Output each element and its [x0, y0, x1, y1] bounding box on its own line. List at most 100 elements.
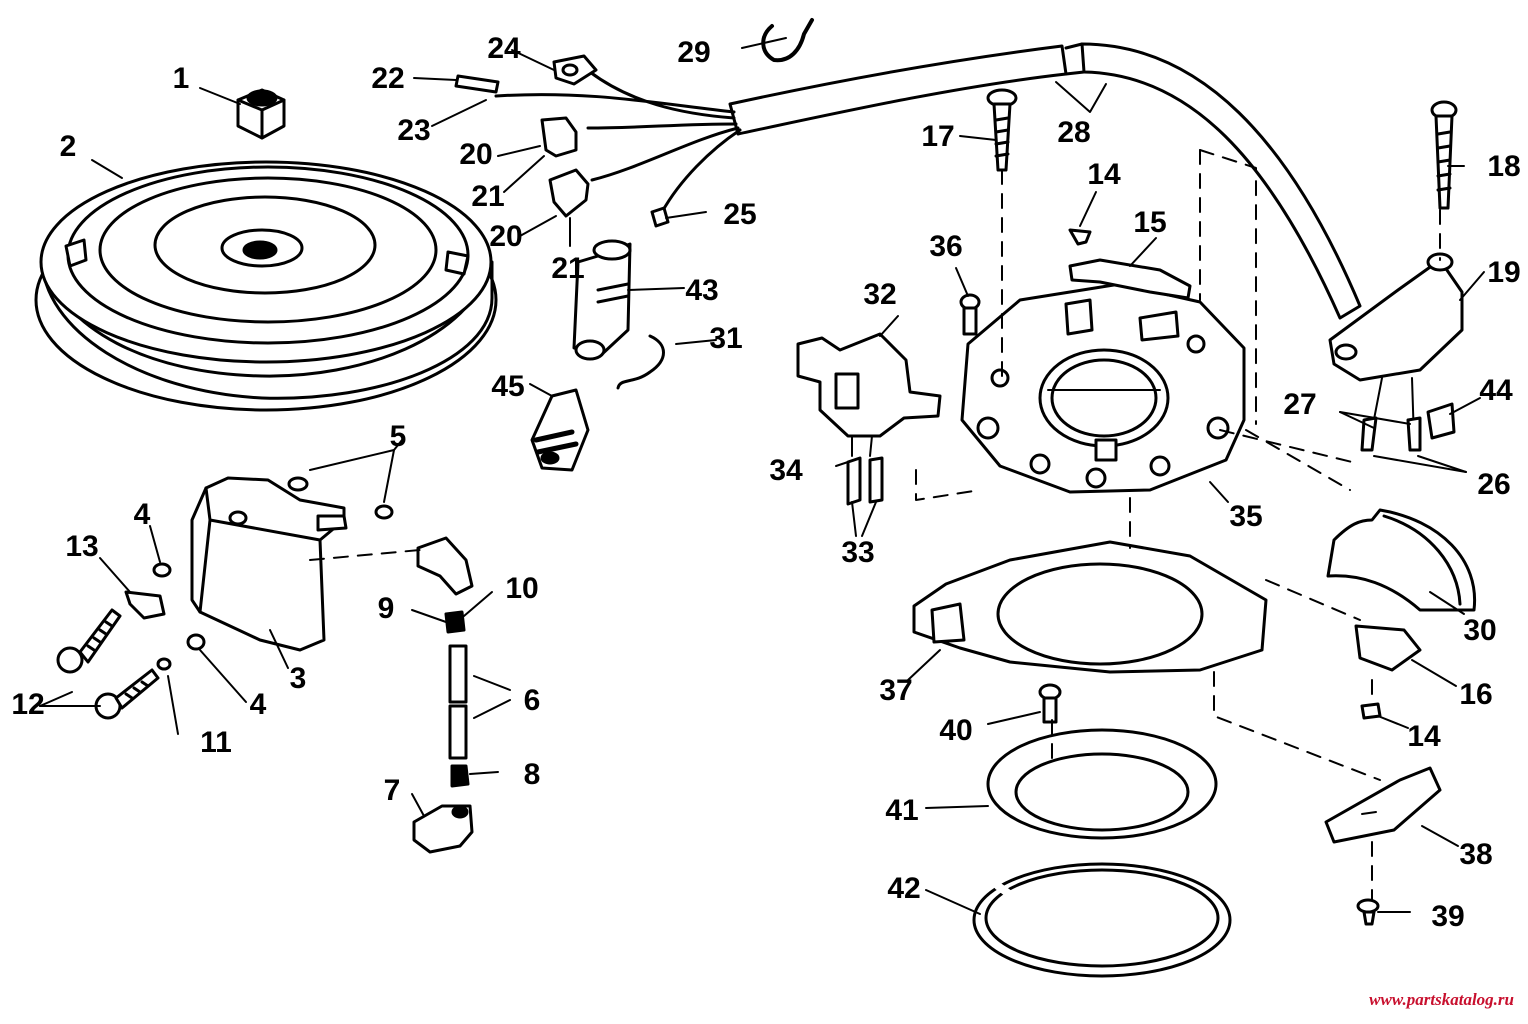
- charge-coil: [796, 332, 942, 506]
- label-42: 42: [887, 872, 920, 905]
- capacitor: [572, 239, 632, 361]
- flywheel-ring-3: [153, 195, 377, 295]
- capacitor-ground-wire: [616, 334, 665, 390]
- label-3: 3: [290, 662, 307, 695]
- lead-tube-lower: [448, 704, 468, 760]
- label-43: 43: [685, 274, 718, 307]
- watermark: www.partskatalog.ru: [1369, 990, 1514, 1009]
- label-26: 26: [1477, 468, 1510, 501]
- coil-lockwasher: [156, 657, 172, 671]
- label-36: 36: [929, 230, 962, 263]
- label-34: 34: [769, 454, 803, 487]
- label-13: 13: [65, 530, 98, 563]
- label-38: 38: [1459, 838, 1492, 871]
- flywheel-group: [34, 88, 498, 412]
- screw-40: [1038, 683, 1062, 724]
- label-7: 7: [384, 774, 401, 807]
- label-21b: 21: [551, 252, 584, 285]
- sensor-terminal-right: [1406, 416, 1422, 452]
- clip-16: [1354, 624, 1422, 672]
- coil-terminal-left: [846, 456, 862, 506]
- label-44: 44: [1479, 374, 1513, 407]
- bullet-connector-25: [650, 206, 670, 228]
- label-45: 45: [491, 370, 524, 403]
- label-41: 41: [885, 794, 918, 827]
- label-15: 15: [1133, 206, 1166, 239]
- coil-washer-left: [152, 562, 172, 578]
- label-8: 8: [524, 758, 541, 791]
- ring-terminal-24: [552, 54, 598, 86]
- label-16: 16: [1459, 678, 1492, 711]
- screw-36: [959, 293, 981, 336]
- retainer-plate: [1068, 258, 1192, 300]
- label-30: 30: [1463, 614, 1496, 647]
- shield-30: [1326, 508, 1477, 612]
- grommet-44: [1426, 402, 1456, 440]
- flywheel-notch-right: [444, 250, 470, 276]
- ring-42: [972, 862, 1232, 978]
- harness-sleeve-right: [1080, 42, 1362, 320]
- harness-wires: [494, 70, 742, 214]
- label-5: 5: [390, 420, 407, 453]
- coil-washer-right: [374, 504, 394, 520]
- terminal: [450, 764, 470, 788]
- leader-lines: [39, 37, 1485, 915]
- label-23: 23: [397, 114, 430, 147]
- flywheel-ring-2: [98, 176, 438, 324]
- screw-lower: [94, 668, 160, 720]
- label-11: 11: [200, 726, 232, 759]
- spark-plug-boot-upper: [416, 536, 474, 596]
- label-20b: 20: [489, 220, 522, 253]
- label-25: 25: [723, 198, 756, 231]
- stator-plate: [960, 282, 1246, 494]
- label-1: 1: [173, 62, 190, 95]
- harness-clamp: [761, 18, 814, 63]
- sensor-terminal-left: [1360, 416, 1378, 452]
- ignition-coil-group: [56, 476, 394, 720]
- lead-tube-upper: [448, 644, 468, 704]
- ignition-coil: [190, 476, 346, 652]
- terminal-boot-upper: [540, 116, 578, 158]
- terminal-boot-lower: [548, 168, 590, 218]
- flywheel-hub: [220, 228, 304, 268]
- label-2: 2: [60, 130, 77, 163]
- coil-washer-lower: [186, 633, 206, 651]
- label-40: 40: [939, 714, 972, 747]
- coil-washer-top: [287, 476, 309, 492]
- label-6: 6: [524, 684, 541, 717]
- label-14a: 14: [1087, 158, 1121, 191]
- retainer-41: [986, 728, 1218, 840]
- armature-plate: [912, 540, 1268, 674]
- flywheel-notch-left: [64, 238, 88, 268]
- part-labels: 1 2 3 4 4 5 6 7 8 9 10 11 12 13 14 14 15…: [11, 32, 1520, 933]
- label-32: 32: [863, 278, 896, 311]
- bullet-connector-22: [454, 74, 500, 94]
- spring: [444, 610, 466, 634]
- spark-plug-lead-parts: [412, 536, 474, 854]
- label-9: 9: [378, 592, 395, 625]
- flywheel-nut: [236, 88, 286, 140]
- label-28: 28: [1057, 116, 1090, 149]
- label-19: 19: [1487, 256, 1520, 289]
- label-4b: 4: [250, 688, 267, 721]
- screw-18: [1430, 100, 1458, 210]
- label-18: 18: [1487, 150, 1520, 183]
- wire-harness: [454, 42, 1362, 320]
- flywheel-rim-top: [39, 160, 493, 364]
- label-21a: 21: [471, 180, 504, 213]
- label-4a: 4: [134, 498, 151, 531]
- screw-39: [1356, 898, 1380, 926]
- label-29: 29: [677, 36, 710, 69]
- label-31: 31: [709, 322, 742, 355]
- label-12: 12: [11, 688, 44, 721]
- label-22: 22: [371, 62, 404, 95]
- label-14b: 14: [1407, 720, 1441, 753]
- flywheel-bore: [242, 240, 278, 260]
- label-27: 27: [1283, 388, 1316, 421]
- label-17: 17: [921, 120, 954, 153]
- label-39: 39: [1431, 900, 1464, 933]
- flywheel-side: [40, 256, 494, 400]
- label-35: 35: [1229, 500, 1262, 533]
- screw-17: [986, 88, 1018, 172]
